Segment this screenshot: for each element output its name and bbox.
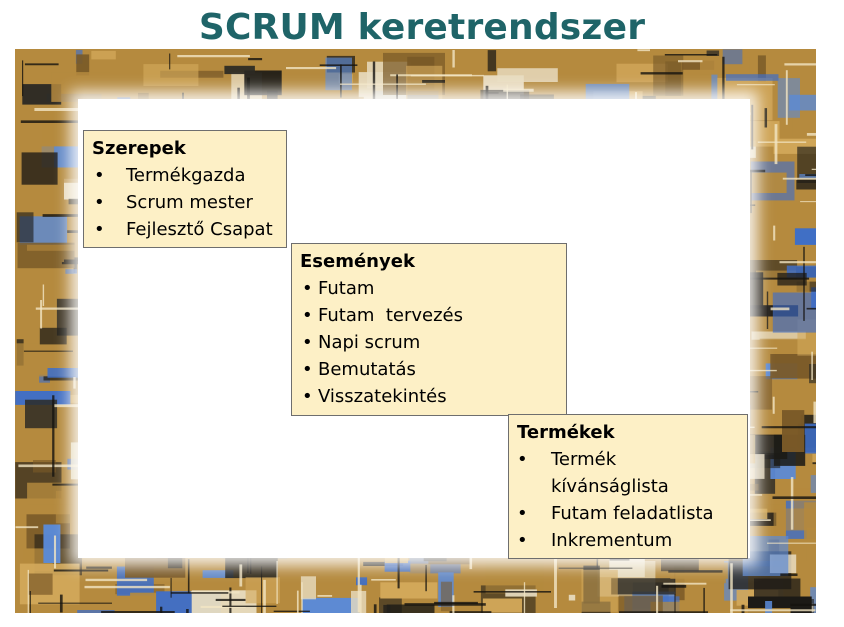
list-item: • Futam feladatlista	[517, 500, 739, 527]
event-item: Futam tervezés	[318, 305, 463, 326]
list-item: • Inkrementum	[517, 527, 739, 554]
bullet-icon: •	[302, 275, 313, 302]
event-item: Napi scrum	[318, 332, 420, 353]
artifact-item: Termék kívánságlista	[551, 446, 701, 500]
list-item: •Bemutatás	[300, 356, 558, 383]
artifacts-heading: Termékek	[517, 419, 739, 446]
bullet-icon: •	[302, 356, 313, 383]
artifact-item: Futam feladatlista	[551, 503, 714, 524]
bullet-icon: •	[302, 302, 313, 329]
bullet-icon: •	[94, 216, 105, 243]
roles-heading: Szerepek	[92, 135, 278, 162]
list-item: • Scrum mester	[92, 189, 278, 216]
list-item: • Termék kívánságlista	[517, 446, 739, 500]
bullet-icon: •	[94, 162, 105, 189]
bullet-icon: •	[94, 189, 105, 216]
list-item: •Futam	[300, 275, 558, 302]
roles-list: • Termékgazda • Scrum mester • Fejlesztő Cs…	[92, 162, 278, 243]
roles-box: Szerepek • Termékgazda • Scrum mester • Fej…	[83, 130, 287, 248]
events-list: •Futam •Futam tervezés •Napi scrum •Bemu…	[300, 275, 558, 410]
artifacts-box: Termékek • Termék kívánságlista • Futam fe…	[508, 414, 748, 559]
list-item: •Napi scrum	[300, 329, 558, 356]
slide-title: SCRUM keretrendszer	[0, 4, 844, 52]
bullet-icon: •	[517, 500, 528, 527]
events-heading: Események	[300, 248, 558, 275]
artifacts-list: • Termék kívánságlista • Futam feladatlist…	[517, 446, 739, 554]
artifact-item: Inkrementum	[551, 530, 672, 551]
event-item: Futam	[318, 278, 374, 299]
role-item: Fejlesztő Csapat	[126, 219, 273, 240]
bullet-icon: •	[517, 527, 528, 554]
bullet-icon: •	[302, 329, 313, 356]
bullet-icon: •	[302, 383, 313, 410]
list-item: •Visszatekintés	[300, 383, 558, 410]
event-item: Visszatekintés	[318, 386, 447, 407]
event-item: Bemutatás	[318, 359, 416, 380]
bullet-icon: •	[517, 446, 528, 473]
role-item: Termékgazda	[126, 165, 246, 186]
list-item: • Fejlesztő Csapat	[92, 216, 278, 243]
list-item: •Futam tervezés	[300, 302, 558, 329]
list-item: • Termékgazda	[92, 162, 278, 189]
role-item: Scrum mester	[126, 192, 253, 213]
events-box: Események •Futam •Futam tervezés •Napi s…	[291, 243, 567, 416]
